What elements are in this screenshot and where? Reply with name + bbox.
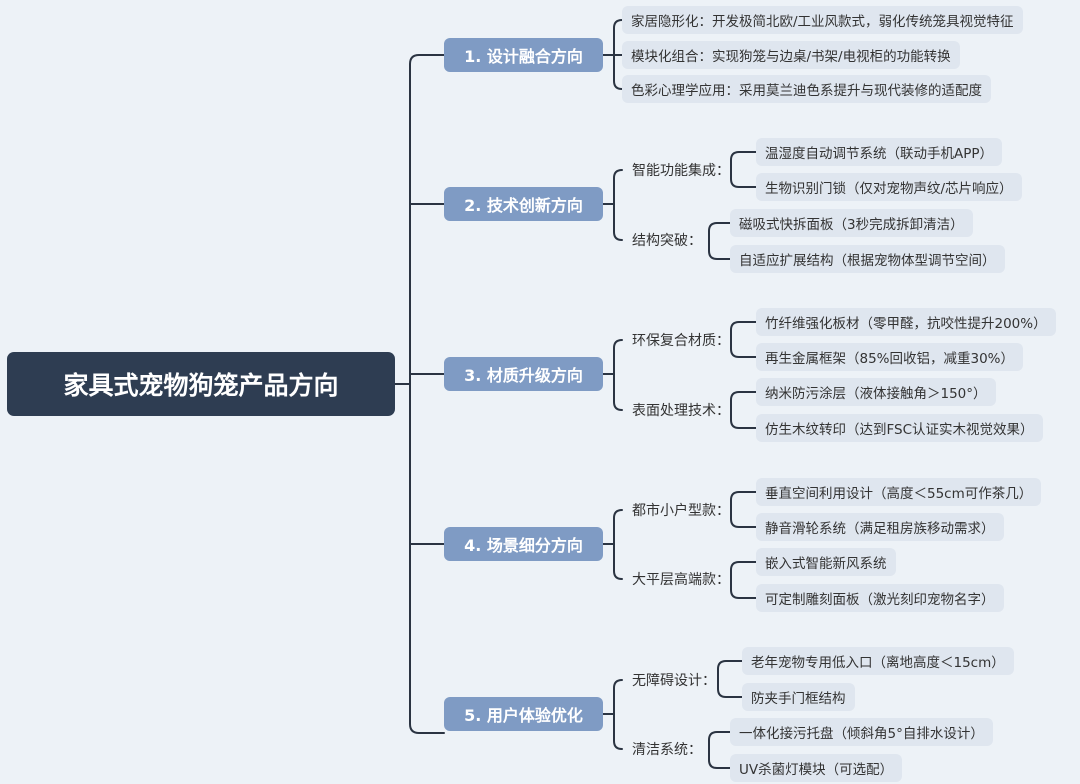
leaf-node[interactable]: 防夹手门框结构 [742, 683, 855, 711]
leaf-node[interactable]: UV杀菌灯模块（可选配） [730, 754, 903, 782]
subtopic-node[interactable]: 大平层高端款： [632, 572, 730, 588]
leaf-node[interactable]: 自适应扩展结构（根据宠物体型调节空间） [730, 245, 1005, 273]
subtopic-node[interactable]: 环保复合材质： [632, 333, 730, 349]
leaf-node[interactable]: 垂直空间利用设计（高度＜55cm可作茶几） [756, 478, 1042, 506]
leaf-node[interactable]: 家居隐形化：开发极简北欧/工业风款式，弱化传统笼具视觉特征 [622, 6, 1023, 34]
leaf-node[interactable]: 嵌入式智能新风系统 [756, 548, 896, 576]
leaf-node[interactable]: 磁吸式快拆面板（3秒完成拆卸清洁） [730, 209, 973, 237]
leaf-node[interactable]: 一体化接污托盘（倾斜角5°自排水设计） [730, 718, 993, 746]
subtopic-node[interactable]: 清洁系统： [632, 742, 702, 758]
leaf-node[interactable]: 模块化组合：实现狗笼与边桌/书架/电视柜的功能转换 [622, 41, 960, 69]
branch-design-fusion[interactable]: 1. 设计融合方向 [444, 38, 603, 72]
leaf-node[interactable]: 生物识别门锁（仅对宠物声纹/芯片响应） [756, 173, 1022, 201]
leaf-node[interactable]: 色彩心理学应用：采用莫兰迪色系提升与现代装修的适配度 [622, 75, 991, 103]
leaf-node[interactable]: 可定制雕刻面板（激光刻印宠物名字） [756, 584, 1004, 612]
subtopic-node[interactable]: 都市小户型款： [632, 503, 730, 519]
branch-tech-innovation[interactable]: 2. 技术创新方向 [444, 187, 603, 221]
branch-material-upgrade[interactable]: 3. 材质升级方向 [444, 357, 603, 391]
leaf-node[interactable]: 温湿度自动调节系统（联动手机APP） [756, 138, 1003, 166]
leaf-node[interactable]: 静音滑轮系统（满足租房族移动需求） [756, 513, 1004, 541]
subtopic-node[interactable]: 无障碍设计： [632, 673, 716, 689]
leaf-node[interactable]: 老年宠物专用低入口（离地高度＜15cm） [742, 647, 1014, 675]
leaf-node[interactable]: 纳米防污涂层（液体接触角＞150°） [756, 378, 996, 406]
branch-user-experience[interactable]: 5. 用户体验优化 [444, 697, 603, 731]
subtopic-node[interactable]: 智能功能集成： [632, 163, 730, 179]
root-topic[interactable]: 家具式宠物狗笼产品方向 [7, 352, 395, 416]
leaf-node[interactable]: 仿生木纹转印（达到FSC认证实木视觉效果） [756, 414, 1043, 442]
subtopic-node[interactable]: 表面处理技术： [632, 403, 730, 419]
leaf-node[interactable]: 竹纤维强化板材（零甲醛，抗咬性提升200%） [756, 308, 1056, 336]
leaf-node[interactable]: 再生金属框架（85%回收铝，减重30%） [756, 343, 1024, 371]
branch-scenario-segment[interactable]: 4. 场景细分方向 [444, 527, 603, 561]
subtopic-node[interactable]: 结构突破： [632, 233, 702, 249]
